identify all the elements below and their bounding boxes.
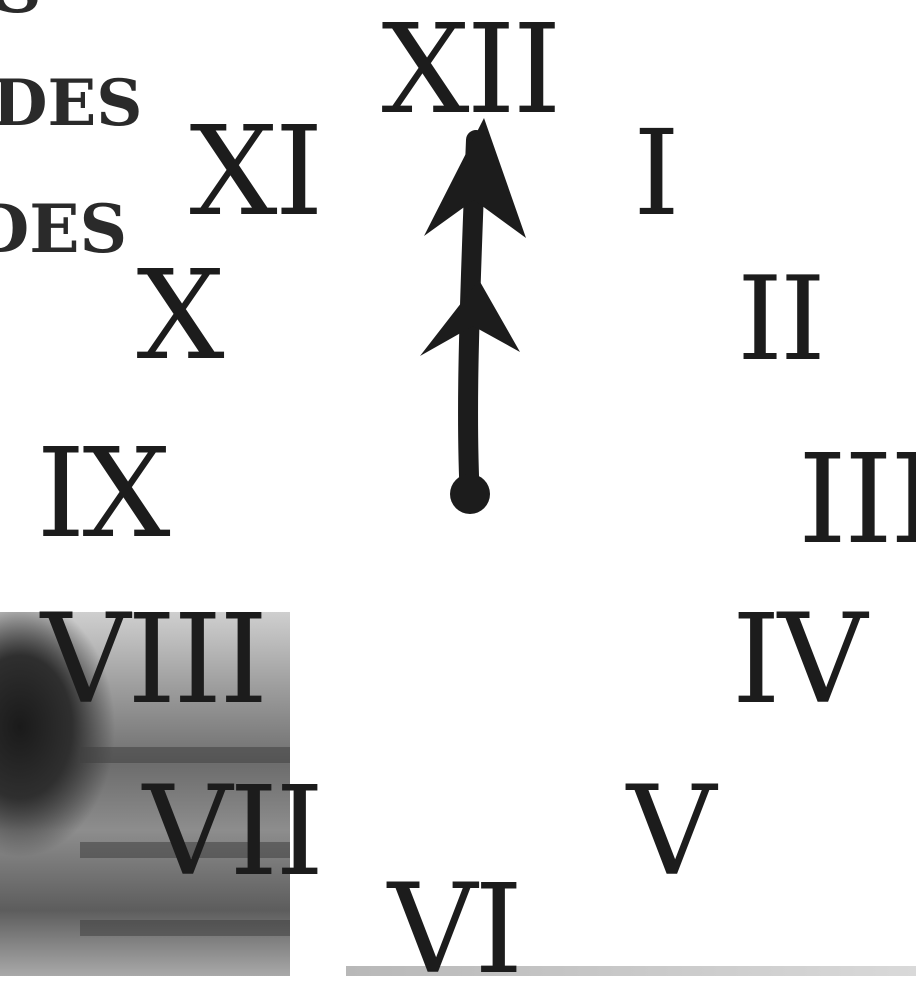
- clock-hand-arrow-icon: [0, 0, 916, 976]
